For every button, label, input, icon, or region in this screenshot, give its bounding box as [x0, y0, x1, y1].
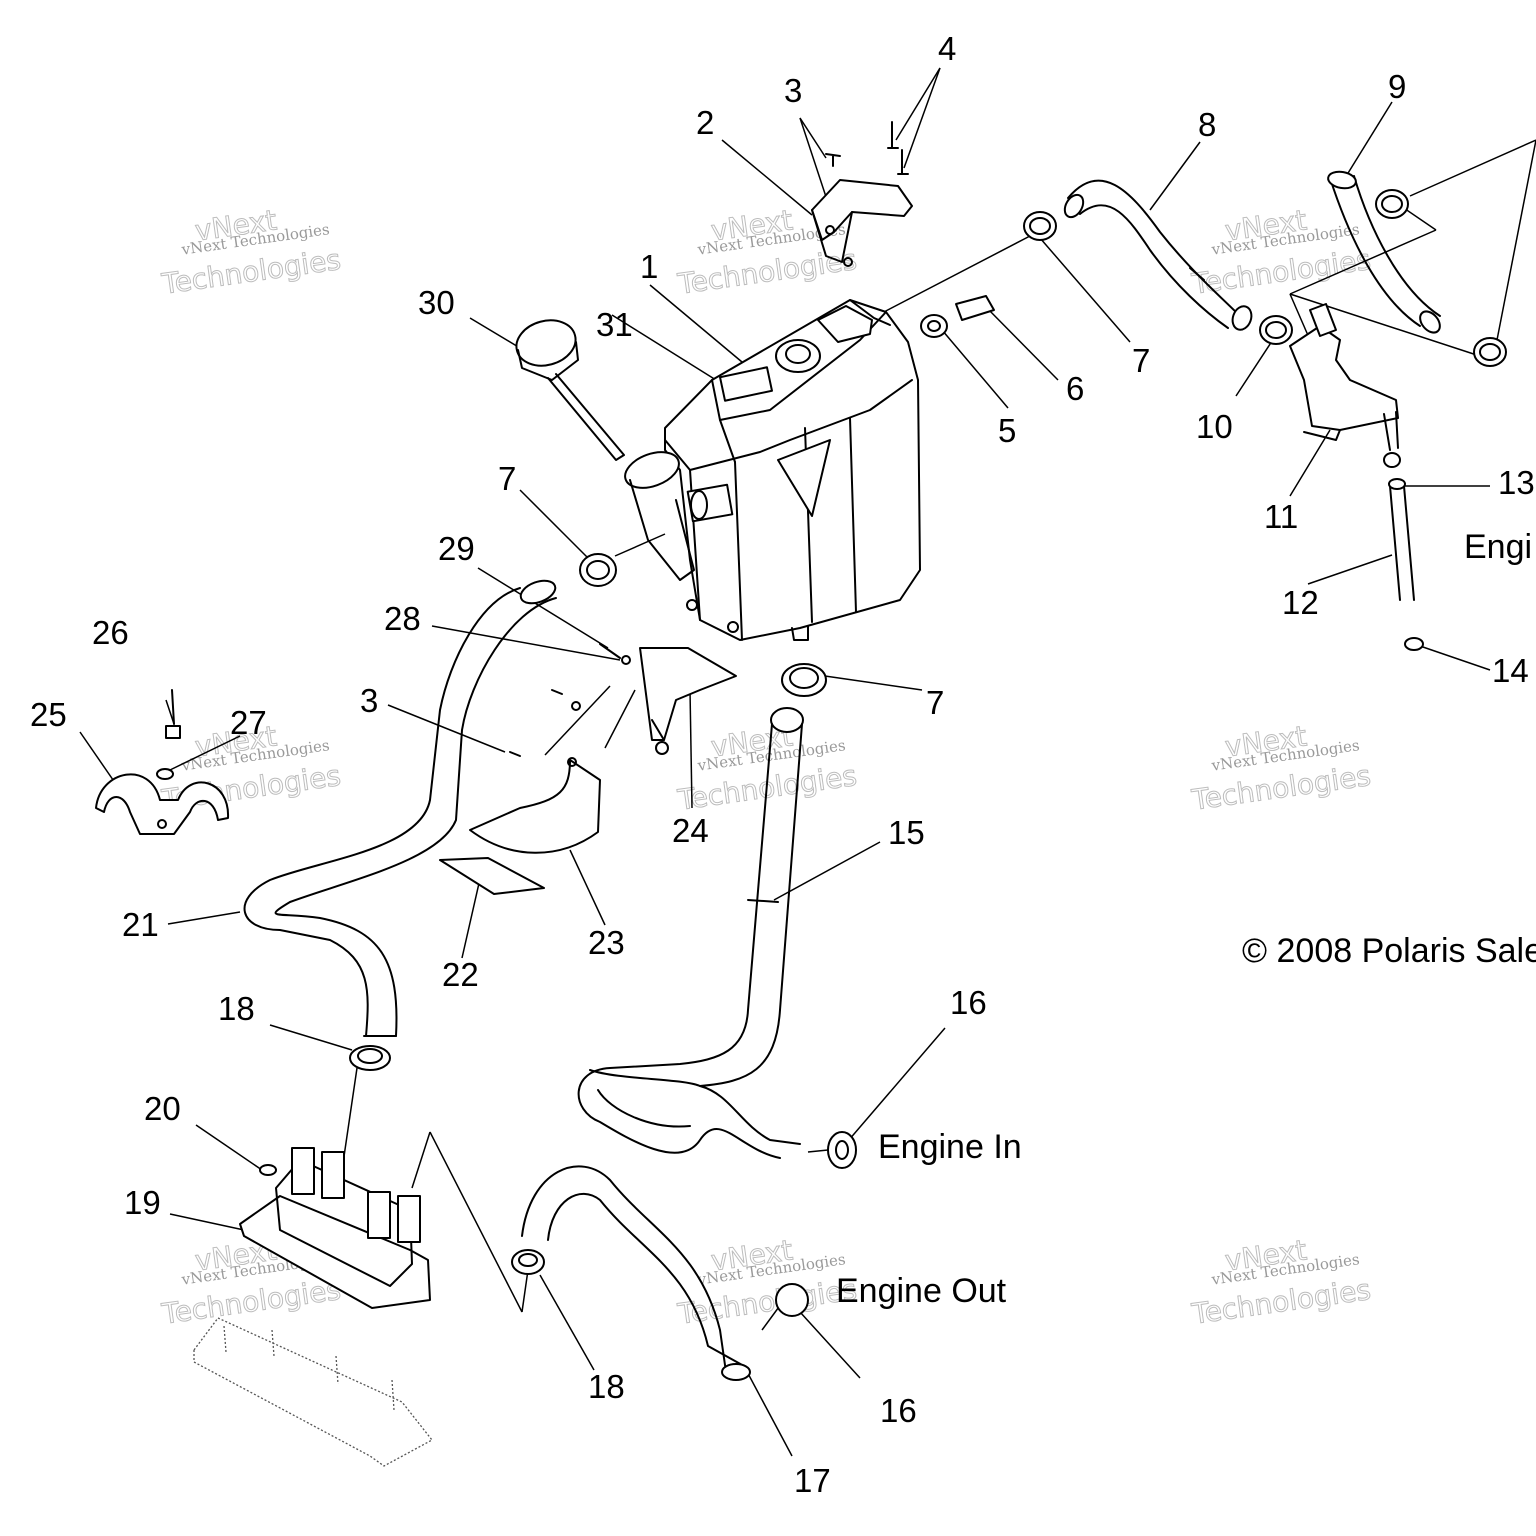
callout-10: 10: [1196, 408, 1233, 445]
callout-14: 14: [1492, 652, 1529, 689]
bracket-pad: [439, 857, 545, 895]
callout-8: 8: [1198, 106, 1216, 143]
callout-7-top: 7: [1132, 342, 1150, 379]
hose-8: [1063, 179, 1253, 331]
callout-28: 28: [384, 600, 421, 637]
callout-9: 9: [1388, 68, 1406, 105]
callout-29: 29: [438, 530, 475, 567]
oil-cooler: [239, 1147, 431, 1309]
callout-3: 3: [784, 72, 802, 109]
callout-16-bottom: 16: [880, 1392, 917, 1429]
tank-bracket: [469, 643, 737, 854]
callout-6: 6: [1066, 370, 1084, 407]
callout-31: 31: [596, 306, 633, 343]
callout-1: 1: [640, 248, 658, 285]
mounting-plate-outline: [193, 1317, 433, 1467]
engine-in-label: Engine In: [878, 1128, 1022, 1166]
callout-2: 2: [696, 104, 714, 141]
callout-30: 30: [418, 284, 455, 321]
callout-4: 4: [938, 30, 956, 67]
callout-3-left: 3: [360, 682, 378, 719]
hose-9: [1327, 170, 1441, 334]
engine-label-cut: Engi: [1464, 528, 1532, 566]
callout-12: 12: [1282, 584, 1319, 621]
tank-fittings: [920, 295, 995, 338]
oil-valve: [1289, 303, 1415, 601]
oil-tank: [624, 299, 921, 641]
callout-19: 19: [124, 1184, 161, 1221]
callout-25: 25: [30, 696, 67, 733]
callout-18-top: 18: [218, 990, 255, 1027]
callout-5: 5: [998, 412, 1016, 449]
callout-26: 26: [92, 614, 129, 651]
hose-15: [577, 707, 857, 1169]
callout-15: 15: [888, 814, 925, 851]
leader-lines: [79, 67, 1536, 1457]
dipstick-cap: [515, 319, 625, 461]
callout-7-bottom: 7: [926, 684, 944, 721]
callout-18-bottom: 18: [588, 1368, 625, 1405]
callout-16-top: 16: [950, 984, 987, 1021]
callout-17: 17: [794, 1462, 831, 1499]
hose-17: [521, 1165, 809, 1381]
hose-clamps: [349, 189, 1507, 1275]
callout-24: 24: [672, 812, 709, 849]
copyright-text: © 2008 Polaris Sale: [1242, 932, 1536, 970]
hose-21: [243, 579, 557, 1037]
callout-23: 23: [588, 924, 625, 961]
callout-13: 13: [1498, 464, 1535, 501]
engine-out-label: Engine Out: [836, 1272, 1007, 1310]
callout-7-left: 7: [498, 460, 516, 497]
callout-27: 27: [230, 704, 267, 741]
callout-20: 20: [144, 1090, 181, 1127]
callout-11: 11: [1264, 498, 1298, 535]
callout-numbers: 1 2 3 4 5 6 7 7 7 8 9 10 11 12 13 14 15 …: [30, 30, 1535, 1499]
top-bracket: [811, 121, 913, 267]
callout-21: 21: [122, 906, 159, 943]
callout-22: 22: [442, 956, 479, 993]
hose-mount-bracket: [95, 689, 230, 835]
